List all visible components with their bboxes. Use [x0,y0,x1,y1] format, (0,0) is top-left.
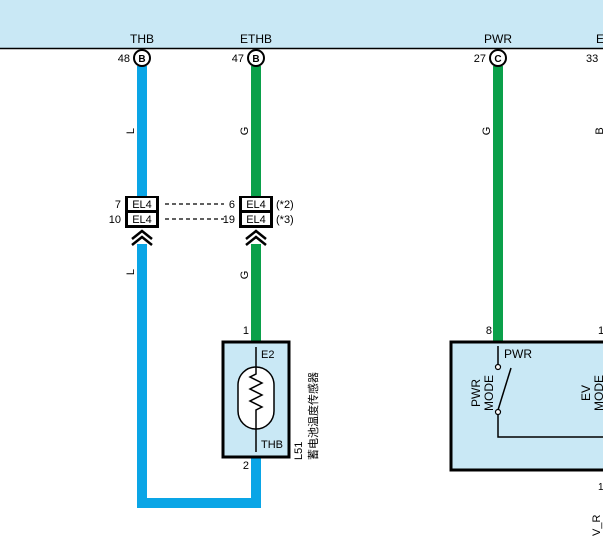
junction-left-pin-2: 10 [109,214,121,226]
switch-pin: 8 [486,325,492,337]
junction-right-label-1: EL4 [246,199,266,211]
wire-code-thb-lower: L [125,269,137,275]
junction-left-label-2: EL4 [132,214,152,226]
ecu-pin-thb [133,49,151,67]
switch-mode-right-1: EV [579,385,593,401]
junction-right-label-2: EL4 [246,214,266,226]
junction-left: EL4 EL4 7 10 [109,196,159,246]
ecu-band [0,0,603,48]
sensor-label-thb: THB [261,439,283,451]
ecu-pin-ethb [247,49,265,67]
junction-right-pin-2: 19 [223,214,235,226]
pin-number-thb: 48 [118,53,130,65]
pin-number-e: 33 [586,53,598,65]
connector-letter-pwr: C [494,54,501,65]
junction-right: EL4 EL4 6 19 (*2) (*3) [223,196,294,246]
switch-mode-right-2: MODE [592,375,603,411]
edge-label-small: 1 [598,482,603,493]
signal-ethb: ETHB [240,32,272,46]
temp-sensor: E2 THB [221,340,291,459]
switch-mode-left-2: MODE [482,375,496,411]
connector-letter-thb: B [138,54,145,65]
pin-number-ethb: 47 [232,53,244,65]
junction-right-pin-1: 6 [229,199,235,211]
sensor-pin-top: 1 [243,325,249,337]
edge-label-vr: V_R [591,515,603,536]
wire-code-ethb-upper: G [239,127,251,136]
sensor-pin-bottom: 2 [243,460,249,472]
wire-code-thb-upper: L [125,128,137,134]
wire-code-pwr: G [481,127,493,136]
sensor-label-e2: E2 [261,349,274,361]
signal-e: E [596,32,603,46]
wire-thb-lower [137,244,261,508]
switch-pin-right: 1 [598,325,603,337]
junction-right-note-2: (*3) [276,214,294,226]
junction-left-pin-1: 7 [115,199,121,211]
junction-left-label-1: EL4 [132,199,152,211]
junction-right-note-1: (*2) [276,199,294,211]
wire-code-right-edge: B [594,127,603,134]
wire-code-ethb-lower: G [239,271,251,280]
ecu-pin-pwr [489,49,507,67]
signal-pwr: PWR [484,32,512,46]
switch-label-pwr: PWR [504,347,532,361]
connector-letter-ethb: B [252,54,259,65]
sensor-name: 蓄电池温度传感器 [306,372,320,460]
sensor-part-code: L51 [293,442,305,460]
switch-mode-left-1: PWR [469,379,483,407]
signal-thb: THB [130,32,154,46]
pin-number-pwr: 27 [474,53,486,65]
mode-switch-box: PWR PWR MODE EV MODE [449,340,603,472]
